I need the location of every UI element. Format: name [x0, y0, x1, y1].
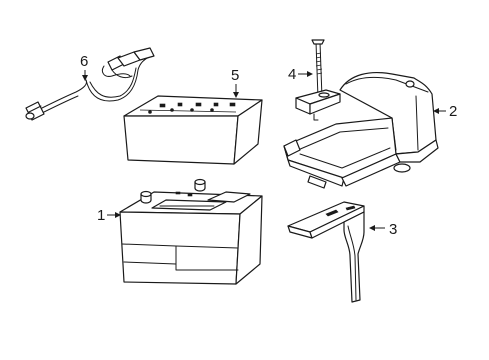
- callout-5-label: 5: [231, 67, 239, 84]
- callout-6: 6: [80, 53, 88, 81]
- callout-1: 1: [97, 207, 121, 224]
- tray-bracket-part: [287, 201, 365, 303]
- battery-tray-part: [283, 71, 439, 189]
- callout-3: 3: [369, 221, 397, 238]
- callout-3-label: 3: [389, 221, 397, 238]
- battery-part: [119, 178, 263, 285]
- hold-down-bolt-part: [295, 39, 341, 121]
- callout-4-label: 4: [288, 66, 296, 83]
- battery-cable-part: [25, 47, 155, 121]
- callout-2: 2: [433, 103, 457, 120]
- callout-4: 4: [288, 66, 313, 83]
- callout-2-label: 2: [449, 103, 457, 120]
- callout-5: 5: [231, 67, 239, 98]
- callout-6-label: 6: [80, 53, 88, 70]
- cover-markings: [148, 102, 236, 114]
- callout-1-label: 1: [97, 207, 105, 224]
- battery-insulator-part: [123, 95, 263, 165]
